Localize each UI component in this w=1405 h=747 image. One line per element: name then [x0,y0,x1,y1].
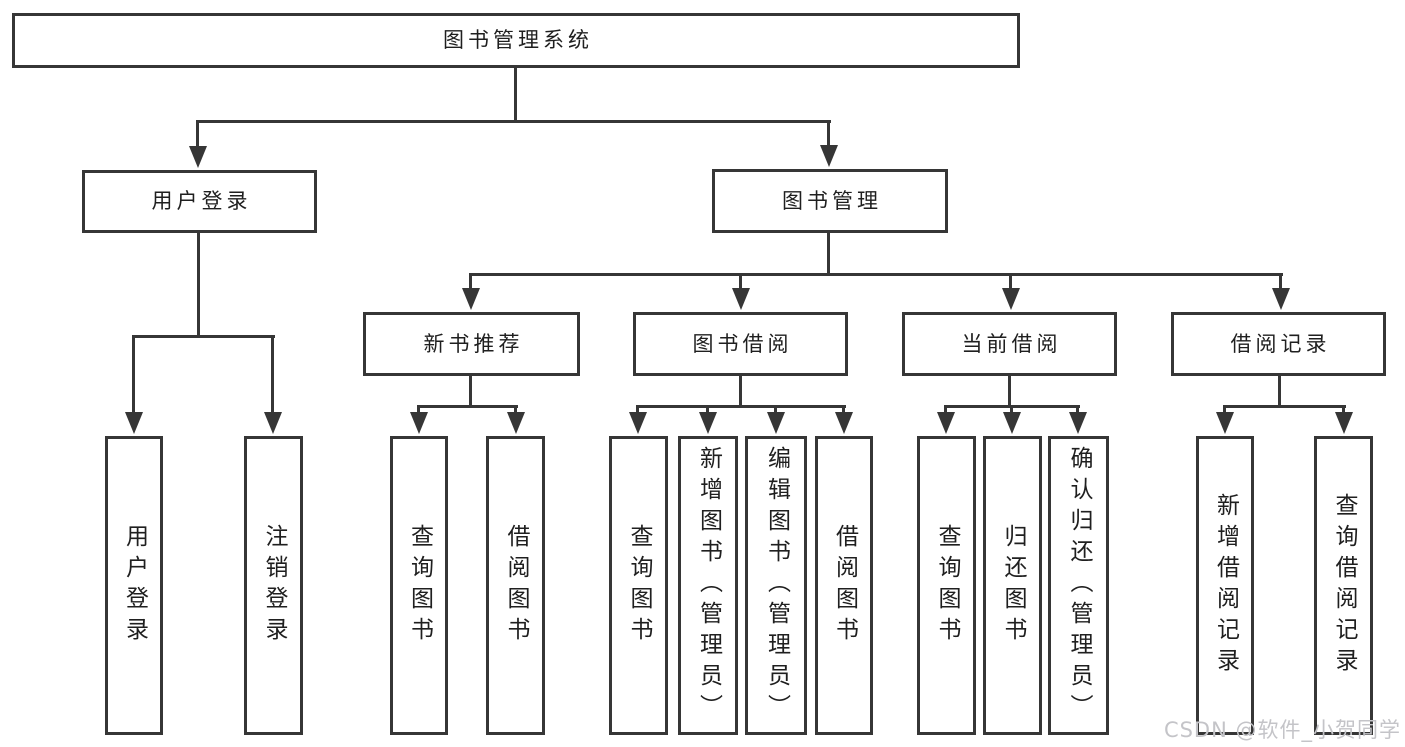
node-borrow-records-label: 借阅记录 [1230,331,1331,356]
leaf-borrow-add-book-admin-label: 新增图书（管理员） [695,446,722,725]
connector-arrow-line [1009,273,1012,292]
node-library-management-system: 图书管理系统 [12,13,1020,68]
node-borrow-records: 借阅记录 [1171,312,1386,376]
arrowhead-down-icon [410,412,428,434]
leaf-current-query-book-label: 查询图书 [934,523,960,648]
connector-line [469,376,472,407]
connector-arrow-line [706,405,709,416]
leaf-recommend-borrow-book-label: 借阅图书 [503,523,529,648]
connector-line [417,405,518,408]
leaf-recommend-borrow-book: 借阅图书 [486,436,545,735]
connector-arrow-line [774,405,777,416]
connector-arrow-line [132,335,135,416]
connector-line [1223,405,1346,408]
connector-line [1278,376,1281,407]
connector-arrow-line [271,335,274,416]
leaf-records-query-record-label: 查询借阅记录 [1331,492,1357,679]
connector-line [514,68,517,122]
arrowhead-down-icon [820,145,838,167]
node-current-borrow-label: 当前借阅 [961,331,1062,356]
node-book-borrow: 图书借阅 [633,312,848,376]
arrowhead-down-icon [1216,412,1234,434]
connector-line [827,232,830,275]
leaf-borrow-borrow-book-label: 借阅图书 [831,523,858,648]
connector-arrow-line [1223,405,1226,416]
node-book-borrow-label: 图书借阅 [692,331,793,356]
leaf-borrow-edit-book-admin-label: 编辑图书（管理员） [763,446,790,725]
leaf-logout: 注销登录 [244,436,303,735]
arrowhead-down-icon [1069,412,1087,434]
connector-arrow-line [1010,405,1013,416]
watermark: CSDN @软件_小贺同学 [1163,718,1401,742]
connector-arrow-line [842,405,845,416]
leaf-borrow-query-book-label: 查询图书 [626,523,652,648]
arrowhead-down-icon [264,412,282,434]
arrowhead-down-icon [1003,412,1021,434]
leaf-records-add-record-label: 新增借阅记录 [1212,492,1239,679]
leaf-records-query-record: 查询借阅记录 [1314,436,1373,735]
arrowhead-down-icon [732,288,750,310]
leaf-borrow-borrow-book: 借阅图书 [815,436,873,735]
leaf-logout-label: 注销登录 [261,523,287,648]
arrowhead-down-icon [189,146,207,168]
connector-arrow-line [1279,273,1282,292]
arrowhead-down-icon [835,412,853,434]
node-book-management: 图书管理 [712,169,948,233]
node-book-management-label: 图书管理 [782,188,882,213]
arrowhead-down-icon [629,412,647,434]
arrowhead-down-icon [937,412,955,434]
connector-line [636,405,846,408]
connector-line [469,273,1283,276]
connector-line [1008,376,1011,407]
leaf-user-login-label: 用户登录 [121,523,148,648]
connector-line [739,376,742,407]
connector-arrow-line [944,405,947,416]
node-current-borrow: 当前借阅 [902,312,1117,376]
connector-arrow-line [514,405,517,416]
arrowhead-down-icon [1335,412,1353,434]
node-new-book-recommend-label: 新书推荐 [423,331,524,356]
leaf-current-return-book: 归还图书 [983,436,1042,735]
leaf-current-query-book: 查询图书 [917,436,976,735]
connector-arrow-line [739,273,742,292]
node-user-login-label: 用户登录 [151,189,252,213]
connector-line [197,120,831,123]
connector-arrow-line [636,405,639,416]
leaf-current-confirm-return-admin-label: 确认归还（管理员） [1066,446,1092,725]
arrowhead-down-icon [767,412,785,434]
arrowhead-down-icon [1002,288,1020,310]
arrowhead-down-icon [125,412,143,434]
connector-arrow-line [469,273,472,292]
leaf-user-login: 用户登录 [105,436,163,735]
connector-arrow-line [1342,405,1345,416]
connector-arrow-line [1076,405,1079,416]
leaf-current-return-book-label: 归还图书 [1000,523,1026,648]
leaf-borrow-edit-book-admin: 编辑图书（管理员） [745,436,807,735]
leaf-records-add-record: 新增借阅记录 [1196,436,1254,735]
arrowhead-down-icon [1272,288,1290,310]
leaf-current-confirm-return-admin: 确认归还（管理员） [1048,436,1109,735]
connector-arrow-line [196,120,199,150]
node-new-book-recommend: 新书推荐 [363,312,580,376]
node-library-management-system-label: 图书管理系统 [443,28,593,52]
arrowhead-down-icon [462,288,480,310]
connector-arrow-line [827,120,830,149]
leaf-borrow-add-book-admin: 新增图书（管理员） [678,436,738,735]
node-user-login: 用户登录 [82,170,317,233]
connector-line [132,335,275,338]
leaf-recommend-query-book-label: 查询图书 [406,523,433,648]
arrowhead-down-icon [699,412,717,434]
connector-line [197,232,200,337]
leaf-borrow-query-book: 查询图书 [609,436,668,735]
connector-arrow-line [417,405,420,416]
arrowhead-down-icon [507,412,525,434]
leaf-recommend-query-book: 查询图书 [390,436,448,735]
